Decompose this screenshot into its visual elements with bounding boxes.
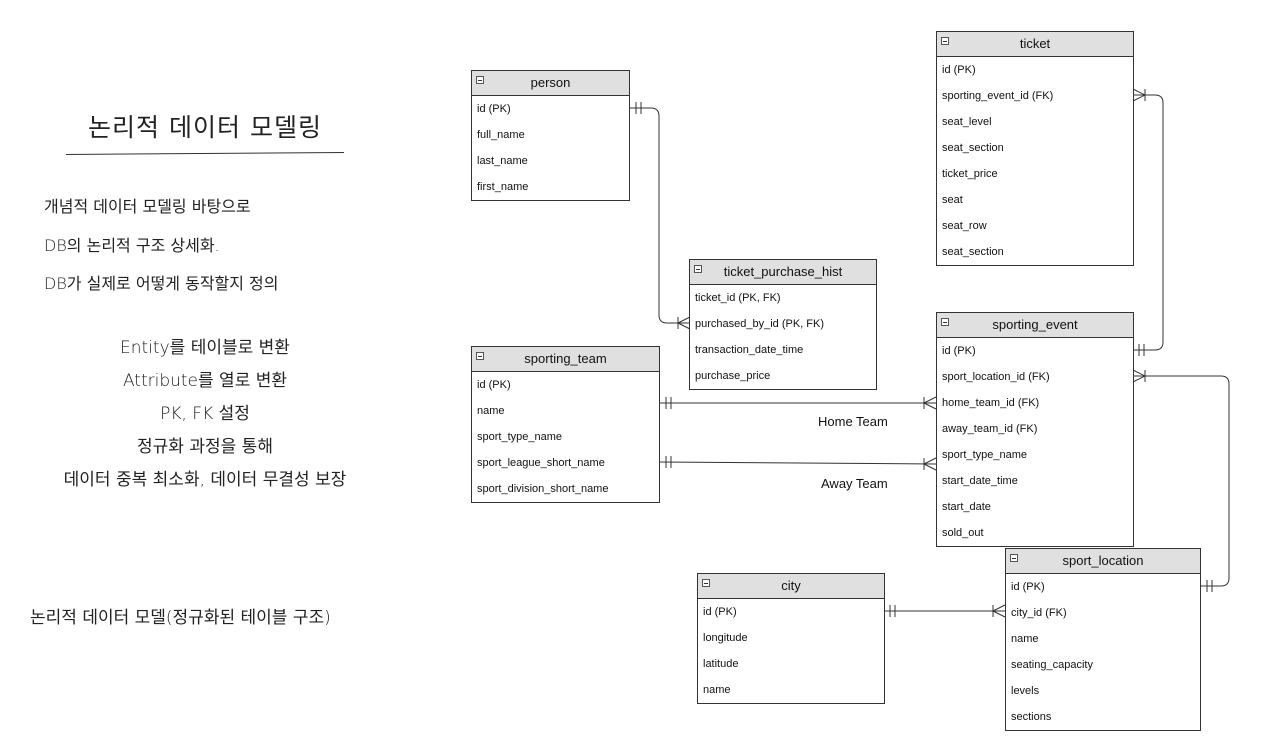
entity-field[interactable]: name xyxy=(1011,633,1039,645)
entity-field[interactable]: sport_type_name xyxy=(942,449,1027,461)
entity-field[interactable]: away_team_id (FK) xyxy=(942,423,1038,435)
entity-field[interactable]: name xyxy=(477,405,505,417)
entity-field[interactable]: id (PK) xyxy=(703,606,737,618)
entity-city[interactable]: city id (PK) longitude latitude name xyxy=(697,573,885,704)
description-line-1: 개념적 데이터 모델링 바탕으로 xyxy=(44,197,251,216)
entity-ticket[interactable]: ticket id (PK) sporting_event_id (FK) seat_… xyxy=(936,31,1134,266)
entity-field[interactable]: levels xyxy=(1011,685,1040,697)
entity-field[interactable]: ticket_price xyxy=(942,168,998,180)
entity-header[interactable]: sport_location xyxy=(1006,549,1200,574)
entity-field[interactable]: id (PK) xyxy=(477,103,511,115)
entity-field[interactable]: sold_out xyxy=(942,527,984,539)
rel-event-ticket xyxy=(1133,94,1164,351)
footer-note: 논리적 데이터 모델(정규화된 테이블 구조) xyxy=(30,608,331,628)
collapse-icon[interactable] xyxy=(941,318,949,326)
entity-name: sporting_team xyxy=(524,351,607,366)
entity-field[interactable]: id (PK) xyxy=(477,379,511,391)
entity-field[interactable]: city_id (FK) xyxy=(1011,607,1067,619)
entity-header[interactable]: sporting_event xyxy=(937,313,1133,338)
entity-person[interactable]: person id (PK) full_name last_name first_nam… xyxy=(471,70,630,201)
step-normalization: 정규화 과정을 통해 xyxy=(137,437,273,457)
collapse-icon[interactable] xyxy=(941,37,949,45)
entity-field[interactable]: last_name xyxy=(477,155,528,167)
entity-field[interactable]: seat_section xyxy=(942,142,1004,154)
entity-header[interactable]: person xyxy=(472,71,629,96)
entity-header[interactable]: ticket_purchase_hist xyxy=(690,260,876,285)
entity-field[interactable]: first_name xyxy=(477,181,529,193)
entity-field[interactable]: transaction_date_time xyxy=(695,344,804,356)
entity-name: person xyxy=(530,75,571,90)
entity-field[interactable]: sporting_event_id (FK) xyxy=(942,90,1054,102)
entity-header[interactable]: city xyxy=(698,574,884,599)
rel-person-purchase xyxy=(630,107,690,324)
entity-field[interactable]: seating_capacity xyxy=(1011,659,1093,671)
home-team-label: Home Team xyxy=(818,414,888,429)
entity-name: sporting_event xyxy=(992,317,1078,332)
rel-away-team xyxy=(659,461,937,465)
entity-field[interactable]: home_team_id (FK) xyxy=(942,397,1040,409)
entity-name: sport_location xyxy=(1062,553,1144,568)
entity-ticket-purchase-hist[interactable]: ticket_purchase_hist ticket_id (PK, FK) pu… xyxy=(689,259,877,390)
entity-field[interactable]: longitude xyxy=(703,632,748,644)
description-line-2: DB의 논리적 구조 상세화. xyxy=(44,236,220,255)
entity-field[interactable]: latitude xyxy=(703,658,739,670)
entity-field[interactable]: id (PK) xyxy=(942,345,976,357)
entity-header[interactable]: sporting_team xyxy=(472,347,659,372)
entity-name: city xyxy=(781,578,801,593)
collapse-icon[interactable] xyxy=(1010,554,1018,562)
entity-field[interactable]: purchase_price xyxy=(695,370,771,382)
entity-field[interactable]: seat xyxy=(942,194,963,206)
entity-field[interactable]: start_date xyxy=(942,501,991,513)
step-entity-to-table: Entity를 테이블로 변환 xyxy=(120,338,290,358)
entity-field[interactable]: purchased_by_id (PK, FK) xyxy=(695,318,825,330)
conversion-steps: Entity를 테이블로 변환 Attribute를 열로 변환 PK, FK … xyxy=(0,332,410,497)
entity-name: ticket_purchase_hist xyxy=(723,264,843,279)
entity-name: ticket xyxy=(1019,36,1051,51)
entity-field[interactable]: sport_location_id (FK) xyxy=(942,371,1050,383)
collapse-icon[interactable] xyxy=(476,76,484,84)
entity-field[interactable]: seat_level xyxy=(942,116,992,128)
step-attribute-to-column: Attribute를 열로 변환 xyxy=(122,371,288,391)
entity-field[interactable]: id (PK) xyxy=(1011,581,1045,593)
entity-field[interactable]: full_name xyxy=(477,129,525,141)
entity-field[interactable]: sport_league_short_name xyxy=(477,457,605,469)
entity-header[interactable]: ticket xyxy=(937,32,1133,57)
rel-location-event xyxy=(1133,375,1230,587)
diagram-title: 논리적 데이터 모델링 xyxy=(88,113,322,142)
entity-field[interactable]: sport_division_short_name xyxy=(477,483,609,495)
collapse-icon[interactable] xyxy=(694,265,702,273)
collapse-icon[interactable] xyxy=(702,579,710,587)
entity-field[interactable]: start_date_time xyxy=(942,475,1018,487)
description-line-3: DB가 실제로 어떻게 동작할지 정의 xyxy=(44,274,279,293)
entity-field[interactable]: name xyxy=(703,684,731,696)
entity-field[interactable]: seat_section xyxy=(942,246,1004,258)
entity-field[interactable]: id (PK) xyxy=(942,64,976,76)
entity-field[interactable]: ticket_id (PK, FK) xyxy=(695,292,781,304)
entity-field[interactable]: sections xyxy=(1011,711,1052,723)
step-integrity: 데이터 중복 최소화, 데이터 무결성 보장 xyxy=(63,470,347,490)
away-team-label: Away Team xyxy=(821,476,888,491)
entity-field[interactable]: sport_type_name xyxy=(477,431,562,443)
step-pk-fk: PK, FK 설정 xyxy=(160,404,250,424)
entity-field[interactable]: seat_row xyxy=(942,220,987,232)
collapse-icon[interactable] xyxy=(476,352,484,360)
